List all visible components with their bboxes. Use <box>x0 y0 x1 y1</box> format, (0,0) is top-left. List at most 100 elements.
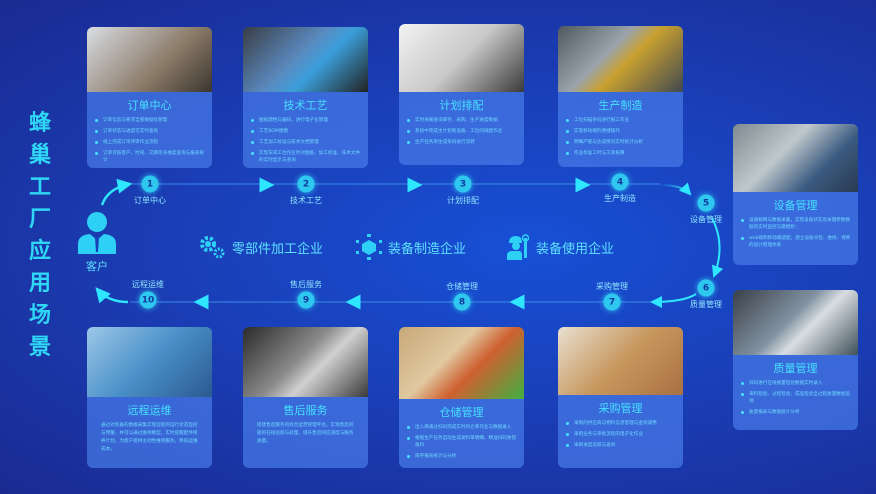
title-char: 景 <box>28 335 51 360</box>
card-quality[interactable]: 质量管理扫码进行在线质量检验数据实时录入来料检验、过程检验、成品检验全过程质量数… <box>733 290 858 430</box>
bullet-list: 采购的供应商与物料信息管理与查询调用采购业务与审批流程的电子化作业采购进度追踪与… <box>564 420 677 449</box>
bullet-list: 扫码进行在线质量检验数据实时录入来料检验、过程检验、成品检验全过程质量数据追溯质… <box>739 380 852 416</box>
photo-tech <box>243 27 368 92</box>
bullet-item: 出入库通过扫码完成实时的仓库作业与数据录入 <box>405 424 518 431</box>
bullet-list: 图纸建档与编码，进行电子化管理工艺BOM建模工艺加工标准与技术文档管理实现车间工… <box>249 117 362 164</box>
card-title: 售后服务 <box>283 404 328 417</box>
card-warehouse[interactable]: 仓储管理出入库通过扫码完成实时的仓库作业与数据录入根据生产任务自动生成发料单明细… <box>399 327 524 468</box>
photo-plan <box>399 24 524 92</box>
step-4-label: 生产制造 <box>604 194 636 203</box>
step-5-badge[interactable]: 5 <box>697 194 715 212</box>
card-after-sales[interactable]: 售后服务搭建售后服务的综合运营管理平台，实现售后问题的在线追踪与处理，提升售后响… <box>243 327 368 468</box>
step-9-badge[interactable]: 9 <box>297 291 315 309</box>
card-title: 技术工艺 <box>283 99 328 112</box>
card-tech-process[interactable]: 技术工艺图纸建档与编码，进行电子化管理工艺BOM建模工艺加工标准与技术文档管理实… <box>243 27 368 168</box>
bullet-item: 工艺加工标准与技术文档管理 <box>249 139 362 146</box>
title-char: 场 <box>28 303 51 328</box>
step-5-label: 设备管理 <box>690 215 722 224</box>
card-title: 订单中心 <box>127 99 172 112</box>
bullet-item: web端和移动端适配，建立设备点检、维修、保养的设计管理体系 <box>739 235 852 249</box>
step-2-label: 技术工艺 <box>290 196 322 205</box>
bullet-item: 订单可按客户、时间、交期等多维度查询与报表统计 <box>93 150 206 164</box>
bullet-item: 作业标准工时与工资核算 <box>564 150 677 157</box>
step-6-label: 质量管理 <box>690 300 722 309</box>
step-10-label: 远程运维 <box>132 280 164 289</box>
bullet-item: 工位扫描条码进行报工作业 <box>564 117 677 124</box>
title-char: 巢 <box>28 143 51 168</box>
photo-production <box>558 26 683 92</box>
card-title: 远程运维 <box>127 404 172 417</box>
step-9-label: 售后服务 <box>290 280 322 289</box>
enterprise-parts: 零部件加工企业 <box>198 234 323 260</box>
bullet-item: 扫码进行在线质量检验数据实时录入 <box>739 380 852 387</box>
arrow-6-7 <box>650 293 697 308</box>
step-3-badge[interactable]: 3 <box>454 175 472 193</box>
bullet-item: 实现移动端的便捷操作 <box>564 128 677 135</box>
bullet-item: 采购业务与审批流程的电子化作业 <box>564 431 677 438</box>
enterprise-label: 装备制造企业 <box>388 241 467 257</box>
card-title: 仓储管理 <box>439 406 484 419</box>
customer-label: 客户 <box>86 260 108 273</box>
photo-equipment <box>733 124 858 192</box>
step-8-label: 仓储管理 <box>446 282 478 291</box>
card-title: 设备管理 <box>773 199 818 212</box>
step-7-label: 采购管理 <box>596 282 628 291</box>
card-equipment[interactable]: 设备管理设备联网与数据采集，实现设备状态及关键参数数据的实时监控与建模析； web… <box>733 124 858 265</box>
step-1-badge[interactable]: 1 <box>141 175 159 193</box>
step-8-badge[interactable]: 8 <box>453 293 471 311</box>
bullet-item: 实现车间工位作业时对图纸、加工标准、技术文件的实时显示与查询 <box>249 150 362 164</box>
enterprise-label: 零部件加工企业 <box>232 241 324 257</box>
bullet-list: 工位扫描条码进行报工作业实现移动端的便捷操作明细产能与达成情况实时统计分析作业标… <box>564 117 677 157</box>
bullet-item: 来料检验、过程检验、成品检验全过程质量数据追溯 <box>739 391 852 405</box>
step-2-badge[interactable]: 2 <box>297 175 315 193</box>
title-char: 工 <box>28 175 51 200</box>
step-6-badge[interactable]: 6 <box>697 279 715 297</box>
card-title: 计划排配 <box>439 99 484 112</box>
bullet-item: 根据生产任务自动生成发料单明细，精准扫码防错备料 <box>405 435 518 449</box>
bullet-list: 实时关联查询库存、采购、生产进度数据系统中完成主计划到设备、工位的排配作业生产任… <box>405 117 518 146</box>
title-char: 用 <box>28 271 51 296</box>
card-order-center[interactable]: 订单中心订单信息与要求全部数据化管理订单状态与进度可实时查询线上完成订单评审作业… <box>87 27 212 168</box>
bullet-item: 线上完成订单评审作业流程 <box>93 139 206 146</box>
gears-icon <box>200 236 225 259</box>
bullet-list: 订单信息与要求全部数据化管理订单状态与进度可实时查询线上完成订单评审作业流程订单… <box>93 117 206 164</box>
title-char: 应 <box>28 239 51 264</box>
photo-order <box>87 27 212 92</box>
card-purchase[interactable]: 采购管理采购的供应商与物料信息管理与查询调用采购业务与审批流程的电子化作业采购进… <box>558 327 683 468</box>
bullet-item: 订单信息与要求全部数据化管理 <box>93 117 206 124</box>
photo-purchase <box>558 327 683 395</box>
bullet-item: 实时关联查询库存、采购、生产进度数据 <box>405 117 518 124</box>
bullet-item: 系统中完成主计划到设备、工位的排配作业 <box>405 128 518 135</box>
card-text: 通过对装备的数据采集实现远程的运行状态监控与预警，并可以通过维保模型，实时提醒配… <box>101 423 198 452</box>
bullet-list: 设备联网与数据采集，实现设备状态及关键参数数据的实时监控与建模析； web端和移动… <box>739 217 852 249</box>
card-planning[interactable]: 计划排配实时关联查询库存、采购、生产进度数据系统中完成主计划到设备、工位的排配作… <box>399 24 524 165</box>
photo-quality <box>733 290 858 355</box>
bullet-item: 工艺BOM建模 <box>249 128 362 135</box>
card-title: 采购管理 <box>598 402 643 415</box>
enterprise-equipment-user: 装备使用企业 <box>506 234 614 260</box>
step-3-label: 计划排配 <box>447 196 479 205</box>
customer: 客户 <box>75 210 119 274</box>
bullet-item: 采购进度追踪与查询 <box>564 442 677 449</box>
title-char: 厂 <box>28 207 51 232</box>
card-remote-ops[interactable]: 远程运维通过对装备的数据采集实现远程的运行状态监控与预警，并可以通过维保模型，实… <box>87 327 212 468</box>
card-production[interactable]: 生产制造工位扫描条码进行报工作业实现移动端的便捷操作明细产能与达成情况实时统计分… <box>558 26 683 167</box>
card-title: 生产制造 <box>598 99 643 112</box>
enterprise-label: 装备使用企业 <box>536 241 615 257</box>
worker-wrench-icon <box>507 234 530 260</box>
enterprise-equipment-maker: 装备制造企业 <box>356 234 466 260</box>
bullet-item: 质量报表与数据统计分析 <box>739 409 852 416</box>
step-7-badge[interactable]: 7 <box>603 293 621 311</box>
arrow-customer-1 <box>100 178 133 206</box>
bullet-item: 库存报表统计与分析 <box>405 453 518 460</box>
page-title: 蜂巢工厂应用场景 <box>26 112 54 360</box>
bullet-item: 图纸建档与编码，进行电子化管理 <box>249 117 362 124</box>
bullet-item: 采购的供应商与物料信息管理与查询调用 <box>564 420 677 427</box>
arrow-5-6 <box>711 217 724 278</box>
step-4-badge[interactable]: 4 <box>611 173 629 191</box>
photo-remote <box>87 327 212 397</box>
bullet-item: 设备联网与数据采集，实现设备状态及关键参数数据的实时监控与建模析； <box>739 217 852 231</box>
arrow-4-5 <box>659 182 692 196</box>
step-10-badge[interactable]: 10 <box>139 291 157 309</box>
